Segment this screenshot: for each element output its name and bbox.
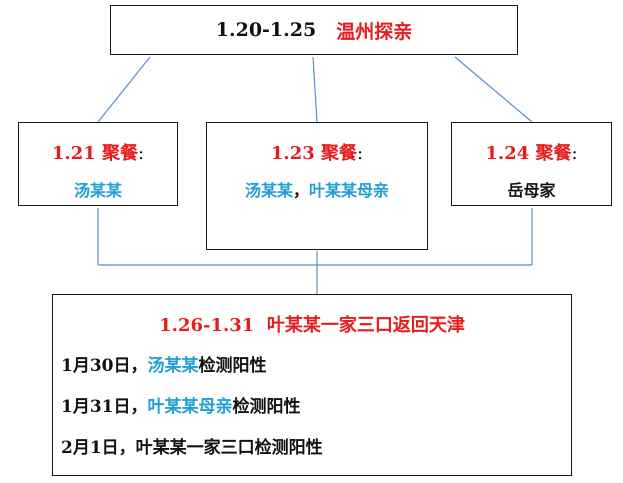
return-title: 1.26-1.31 叶某某一家三口返回天津	[159, 315, 465, 336]
return-box: 1.26-1.31 叶某某一家三口返回天津 1月30日，汤某某检测阳性 1月31…	[52, 294, 572, 476]
result-2-name: 叶某某母亲	[147, 397, 233, 417]
result-row-1: 1月30日，汤某某检测阳性	[61, 351, 571, 376]
gathering-2-colon: :	[357, 143, 364, 164]
top-date: 1.20-1.25	[215, 19, 317, 41]
top-title: 温州探亲	[336, 20, 413, 43]
result-row-2: 1月31日，叶某某母亲检测阳性	[61, 392, 571, 417]
gathering-2-date: 1.23 聚餐	[270, 143, 358, 164]
gathering-2-person-1: 汤某某	[244, 181, 293, 200]
connector-top-to-left	[97, 56, 151, 123]
connector-top-to-right	[454, 56, 533, 123]
gathering-3-person: 岳母家	[507, 181, 556, 200]
gathering-2-separator: ，	[292, 181, 309, 200]
gathering-3-colon: :	[571, 143, 578, 164]
gathering-1-colon: :	[138, 143, 145, 164]
top-box: 1.20-1.25 温州探亲	[110, 5, 518, 55]
connector-top-to-center	[312, 56, 318, 123]
result-2-date: 1月31日，	[61, 397, 148, 417]
gathering-1-date: 1.21 聚餐	[51, 143, 139, 164]
result-3-text: 2月1日，叶某某一家三口检测阳性	[61, 438, 323, 458]
result-1-name: 汤某某	[147, 356, 199, 376]
gathering-box-2: 1.23 聚餐: 汤某某，叶某某母亲	[206, 122, 428, 250]
gathering-box-3: 1.24 聚餐: 岳母家	[451, 122, 612, 206]
result-2-status: 检测阳性	[232, 397, 301, 417]
gathering-box-1: 1.21 聚餐: 汤某某	[18, 122, 178, 206]
gathering-1-person: 汤某某	[73, 181, 122, 200]
result-row-3: 2月1日，叶某某一家三口检测阳性	[61, 433, 571, 458]
gathering-3-date: 1.24 聚餐	[485, 143, 572, 164]
result-1-date: 1月30日，	[61, 356, 148, 376]
gathering-2-person-2: 叶某某母亲	[309, 181, 390, 200]
result-1-status: 检测阳性	[198, 356, 267, 376]
